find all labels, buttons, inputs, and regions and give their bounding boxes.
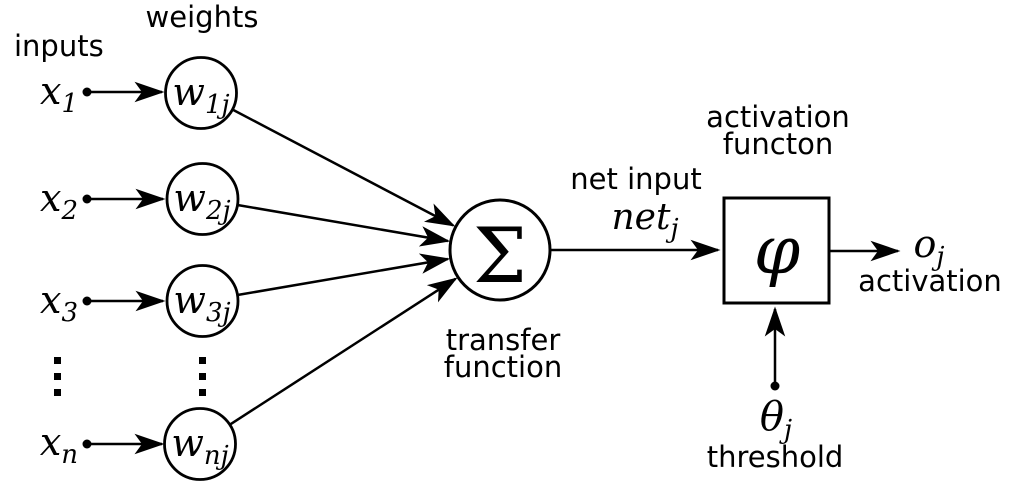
- net-sub: j: [670, 213, 679, 244]
- xn-base: x: [39, 420, 62, 464]
- input-dot-n: [82, 439, 92, 449]
- sum-node-circle: [448, 198, 552, 302]
- sum-symbol: Σ: [473, 211, 527, 300]
- activation-function-label: activation functon: [706, 100, 850, 161]
- weight-node-circle-1: [164, 56, 238, 130]
- inputs-label: inputs: [14, 29, 104, 63]
- weight-node-circle-2: [165, 162, 240, 236]
- threshold-dot: [770, 381, 780, 391]
- ellipsis-dot: [199, 357, 206, 364]
- input-label-x1: x1: [16, 72, 78, 117]
- ellipsis-dot: [199, 389, 206, 396]
- x1-sub: 1: [61, 88, 78, 119]
- theta-sub: j: [784, 414, 793, 445]
- ellipsis-dot: [54, 389, 61, 396]
- weight-label-w3j: w3j: [173, 281, 230, 326]
- weights-label: weights: [145, 0, 259, 34]
- w2j-sub: 2j: [205, 195, 231, 226]
- transfer-function-label: transfer function: [443, 323, 563, 384]
- net-base: net: [611, 197, 671, 238]
- x2-base: x: [40, 176, 62, 220]
- ellipsis-dot: [54, 373, 61, 380]
- activation-function-line2: functon: [722, 127, 834, 161]
- o-base: o: [913, 222, 937, 266]
- weight-sum-arrow-n: [229, 277, 458, 426]
- phi-symbol: φ: [753, 212, 801, 289]
- input-dot-2: [82, 194, 92, 204]
- w3j-base: w: [173, 278, 206, 322]
- vertical-ellipsis-inputs: [54, 357, 61, 396]
- weight-sum-arrow-2: [237, 203, 451, 247]
- threshold-label: threshold: [706, 440, 844, 474]
- xn-sub: n: [61, 439, 78, 470]
- wnj-sub: nj: [203, 440, 229, 471]
- wnj-base: w: [171, 421, 204, 465]
- x1-base: x: [40, 69, 62, 113]
- net-j-label: netj: [611, 200, 678, 242]
- weight-label-w2j: w2j: [173, 179, 230, 224]
- net-input-label: net input: [570, 162, 702, 196]
- theta-base: θ: [759, 394, 785, 440]
- w1j-base: w: [172, 70, 205, 114]
- output-label-oj: oj: [914, 225, 945, 270]
- transfer-line2: function: [443, 350, 563, 384]
- input-dot-1: [82, 87, 92, 97]
- weight-node-circle-n: [163, 407, 237, 481]
- activation-output-label: activation: [858, 264, 1002, 298]
- w3j-sub: 3j: [205, 297, 231, 328]
- weight-label-w1j: w1j: [172, 73, 229, 118]
- weight-label-wnj: wnj: [171, 424, 228, 469]
- input-label-x3: x3: [16, 281, 78, 326]
- activation-box: [722, 196, 831, 305]
- ellipsis-dot: [199, 373, 206, 380]
- w1j-sub: 1j: [204, 89, 230, 120]
- threshold-label-theta: θj: [760, 397, 792, 443]
- ellipsis-dot: [54, 357, 61, 364]
- vertical-ellipsis-weights: [199, 357, 206, 396]
- activation-function-line1: activation: [706, 100, 850, 134]
- weight-sum-arrow-1: [231, 108, 456, 227]
- input-label-x2: x2: [16, 179, 78, 224]
- weight-node-circle-3: [165, 264, 240, 338]
- weight-sum-arrow-3: [237, 253, 451, 297]
- input-label-xn: xn: [16, 423, 78, 468]
- transfer-line1: transfer: [445, 323, 561, 357]
- input-dot-3: [82, 296, 92, 306]
- x3-sub: 3: [61, 297, 78, 328]
- x2-sub: 2: [61, 195, 78, 226]
- o-sub: j: [936, 241, 945, 272]
- x3-base: x: [40, 278, 62, 322]
- w2j-base: w: [173, 176, 206, 220]
